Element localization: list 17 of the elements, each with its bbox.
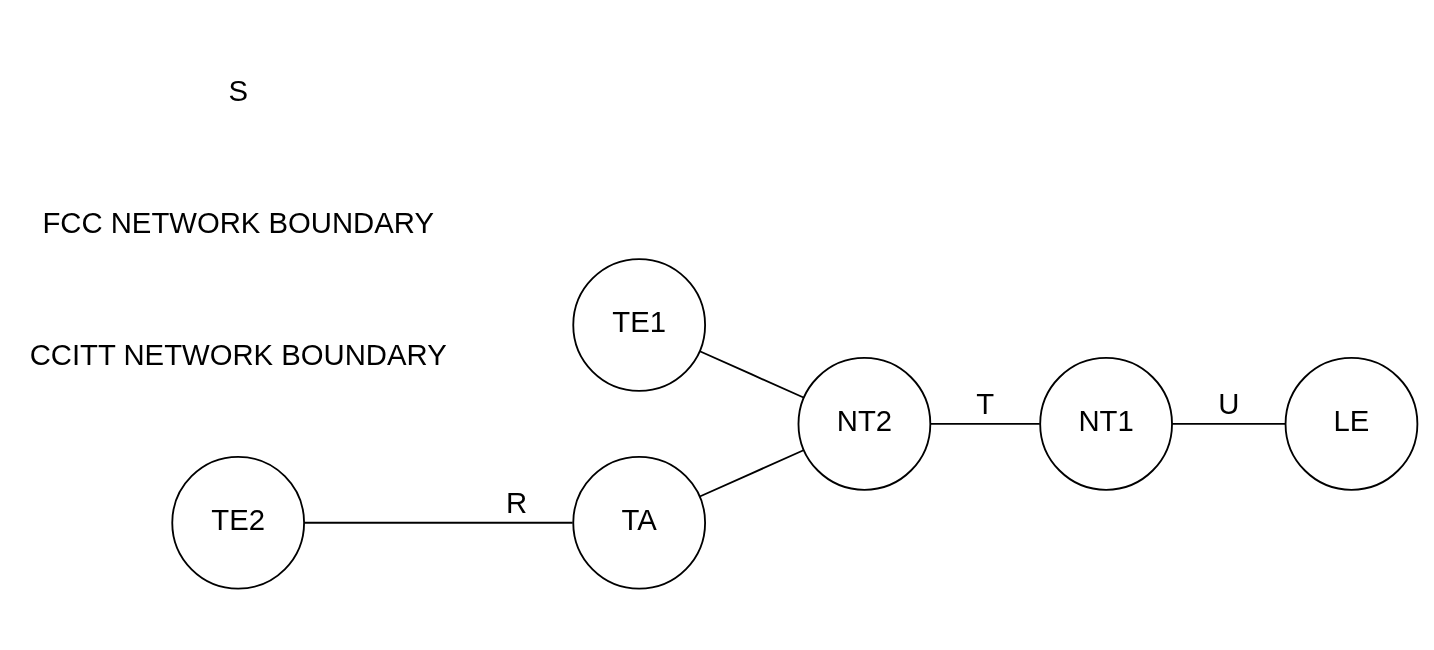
- node-circle: TE2: [171, 455, 305, 590]
- connector: [303, 521, 574, 524]
- label: CCITT NETWORK BOUNDARY: [29, 337, 447, 371]
- node-circle: TA: [572, 455, 706, 590]
- connector: [698, 350, 805, 399]
- node-circle: TE1: [572, 258, 706, 392]
- label: FCC NETWORK BOUNDARY: [42, 206, 434, 240]
- edge-label: U: [1218, 387, 1240, 421]
- node-circle: NT2: [797, 357, 932, 491]
- node-circle: LE: [1284, 357, 1419, 491]
- node-circle: NT1: [1039, 357, 1173, 491]
- connector: [698, 449, 805, 498]
- connector: [929, 422, 1041, 425]
- edge-label: R: [505, 486, 528, 520]
- label: S: [228, 74, 248, 108]
- edge-label: T: [976, 387, 995, 421]
- connector: [1171, 422, 1287, 425]
